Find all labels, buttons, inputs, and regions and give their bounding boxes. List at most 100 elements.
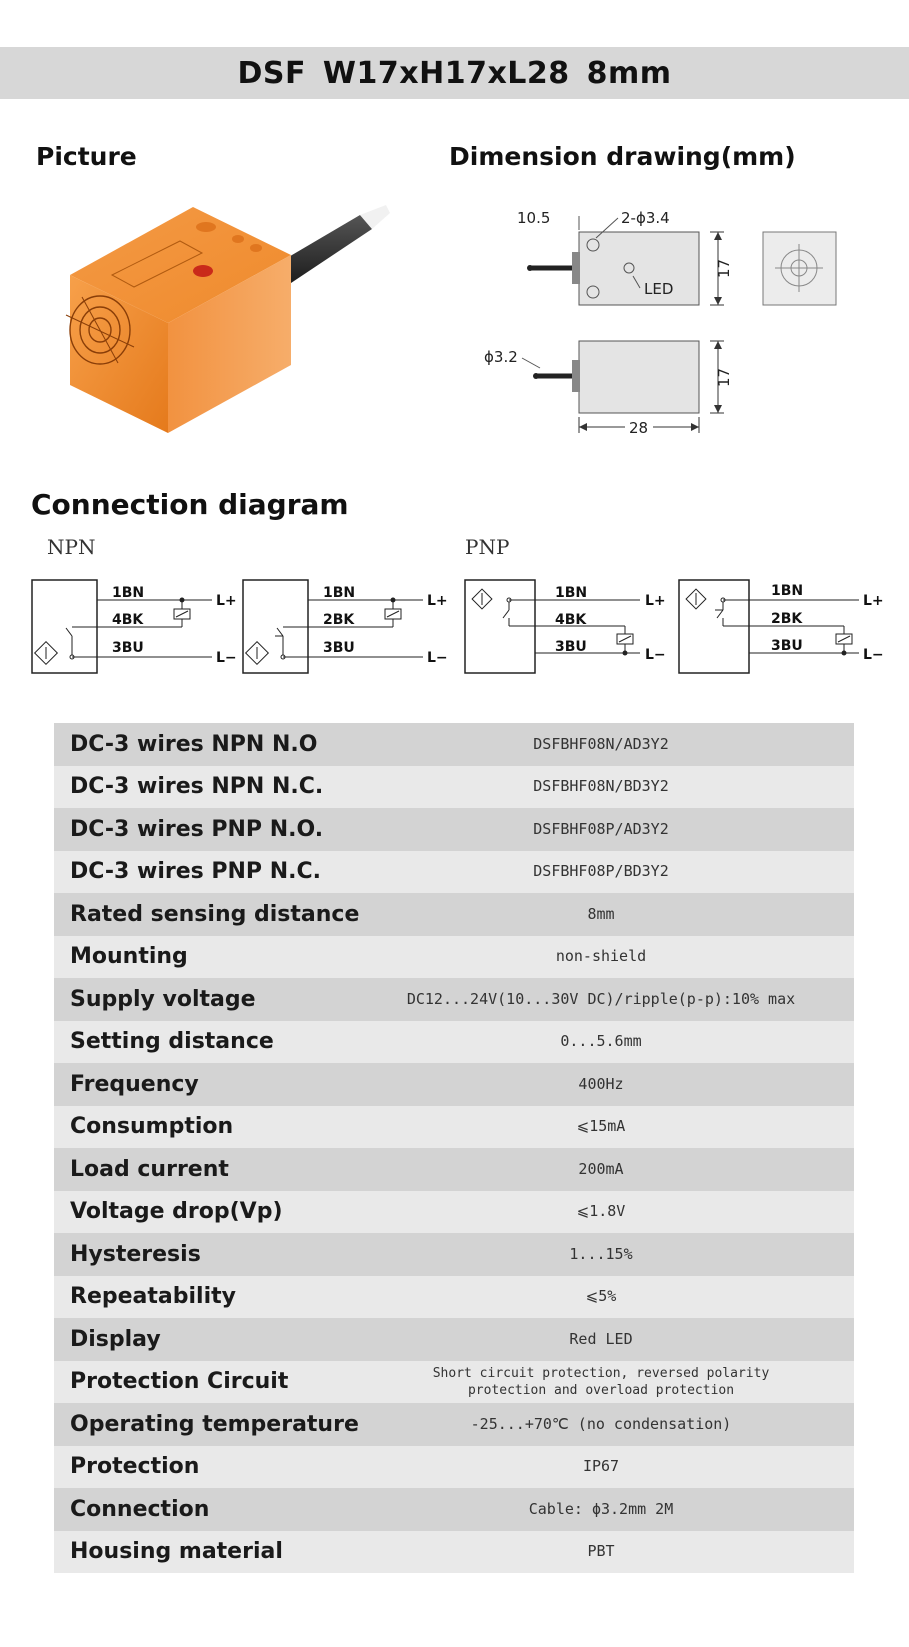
- spec-value: DSFBHF08N/BD3Y2: [533, 777, 669, 796]
- wire-1-top: 1BN: [112, 585, 144, 601]
- table-row: Protection IP67: [54, 1445, 854, 1488]
- dim-length: 28: [629, 419, 648, 437]
- dimension-heading: Dimension drawing(mm): [449, 142, 796, 171]
- dim-h2: 17: [715, 368, 733, 387]
- wire-1-mid: 4BK: [112, 612, 144, 628]
- wire-2-mid: 2BK: [323, 612, 355, 628]
- dim-led-label: LED: [644, 280, 673, 298]
- table-row: DC-3 wires NPN N.C. DSFBHF08N/BD3Y2: [54, 765, 854, 808]
- spec-label: Display: [70, 1326, 161, 1352]
- wire-3-plus: L+: [645, 593, 666, 609]
- page-title: DSF W17xH17xL28 8mm: [0, 47, 909, 99]
- spec-value: ⩽1.8V: [576, 1202, 626, 1221]
- spec-value: Cable: ϕ3.2mm 2M: [528, 1499, 674, 1518]
- table-row: Setting distance 0...5.6mm: [54, 1020, 854, 1063]
- wire-3-top: 1BN: [555, 585, 587, 601]
- table-row: Consumption ⩽15mA: [54, 1105, 854, 1148]
- wiring-diagrams: 1BN 4BK 3BU L+ L− 1BN 2BK 3BU L+ L−: [31, 579, 884, 674]
- wire-1-bot: 3BU: [112, 640, 144, 656]
- spec-label: Mounting: [70, 944, 188, 970]
- table-row: Connection Cable: ϕ3.2mm 2M: [54, 1488, 854, 1531]
- pnp-label: PNP: [465, 535, 510, 559]
- table-row: DC-3 wires NPN N.O DSFBHF08N/AD3Y2: [54, 723, 854, 766]
- spec-value: 8mm: [587, 904, 615, 923]
- spec-label: Hysteresis: [70, 1241, 201, 1267]
- spec-label: Housing material: [70, 1539, 283, 1565]
- wire-1-plus: L+: [216, 593, 237, 609]
- table-row: DC-3 wires PNP N.O. DSFBHF08P/AD3Y2: [54, 808, 854, 851]
- table-row: Housing material PBT: [54, 1530, 854, 1573]
- wire-3-bot: 3BU: [555, 639, 587, 655]
- cable: [275, 215, 372, 285]
- spec-label: Consumption: [70, 1114, 234, 1140]
- wiring-pnp-no: 1BN 4BK 3BU L+ L−: [464, 579, 666, 674]
- spec-value: 0...5.6mm: [560, 1032, 642, 1051]
- dim-d1: 10.5: [517, 209, 550, 227]
- table-row: Supply voltage DC12...24V(10...30V DC)/ri…: [54, 978, 854, 1021]
- spec-value: Red LED: [569, 1329, 633, 1348]
- wire-4-minus: L−: [863, 647, 884, 663]
- spec-label: DC-3 wires NPN N.C.: [70, 774, 324, 800]
- wire-4-mid: 2BK: [771, 611, 803, 627]
- spec-value: ⩽15mA: [576, 1117, 626, 1136]
- spec-value: IP67: [582, 1457, 620, 1476]
- spec-label: Supply voltage: [70, 986, 256, 1012]
- dim-holes: 2-ϕ3.4: [621, 209, 670, 227]
- picture-heading: Picture: [36, 142, 137, 171]
- wire-3-mid: 4BK: [555, 612, 587, 628]
- spec-label: Protection Circuit: [70, 1369, 289, 1395]
- spec-label: Rated sensing distance: [70, 901, 360, 927]
- wiring-npn-nc: 1BN 2BK 3BU L+ L−: [242, 579, 448, 674]
- wire-4-top: 1BN: [771, 583, 803, 599]
- table-row: Frequency 400Hz: [54, 1063, 854, 1106]
- spec-value: DSFBHF08N/AD3Y2: [533, 734, 669, 753]
- wire-4-bot: 3BU: [771, 638, 803, 654]
- dimension-drawing: LED 10.5 2-ϕ3.4 17 ϕ3.2 17 28: [484, 209, 837, 437]
- spec-value: DSFBHF08P/BD3Y2: [533, 862, 669, 881]
- spec-value: PBT: [587, 1542, 615, 1561]
- spec-value: 200mA: [578, 1159, 624, 1178]
- spec-value: non-shield: [555, 947, 647, 966]
- spec-label: DC-3 wires NPN N.O: [70, 731, 318, 757]
- wire-2-bot: 3BU: [323, 640, 355, 656]
- table-row: Operating temperature -25...+70℃ (no cond…: [54, 1403, 854, 1446]
- table-row: Display Red LED: [54, 1318, 854, 1361]
- product-image: [65, 205, 390, 433]
- wiring-npn-no: 1BN 4BK 3BU L+ L−: [31, 579, 237, 674]
- table-row: Rated sensing distance 8mm: [54, 893, 854, 936]
- wire-4-plus: L+: [863, 593, 884, 609]
- spec-label: Repeatability: [70, 1284, 236, 1310]
- spec-value: DSFBHF08P/AD3Y2: [533, 819, 669, 838]
- spec-label: Load current: [70, 1156, 229, 1182]
- table-row: Repeatability ⩽5%: [54, 1275, 854, 1318]
- spec-value: Short circuit protection, reversed polar…: [432, 1365, 770, 1398]
- table-row: Voltage drop(Vp) ⩽1.8V: [54, 1190, 854, 1233]
- spec-value: -25...+70℃ (no condensation): [470, 1414, 732, 1433]
- spec-label: Voltage drop(Vp): [70, 1199, 283, 1225]
- connection-heading: Connection diagram: [31, 488, 349, 521]
- table-row: DC-3 wires PNP N.C.DSFBHF08P/BD3Y2: [54, 850, 854, 893]
- spec-label: Connection: [70, 1496, 210, 1522]
- wire-2-plus: L+: [427, 593, 448, 609]
- spec-value: ⩽5%: [585, 1287, 617, 1306]
- wire-2-top: 1BN: [323, 585, 355, 601]
- spec-label: Frequency: [70, 1071, 199, 1097]
- spec-label: Protection: [70, 1454, 200, 1480]
- dim-h1: 17: [715, 259, 733, 278]
- spec-label: Setting distance: [70, 1029, 274, 1055]
- spec-label: Operating temperature: [70, 1411, 359, 1437]
- wire-3-minus: L−: [645, 647, 666, 663]
- npn-label: NPN: [47, 535, 96, 559]
- dim-cable: ϕ3.2: [484, 348, 518, 366]
- spec-value: DC12...24V(10...30V DC)/ripple(p-p):10% …: [406, 989, 796, 1008]
- wire-2-minus: L−: [427, 650, 448, 666]
- spec-label: DC-3 wires PNP N.O.: [70, 816, 324, 842]
- spec-value: 400Hz: [578, 1074, 624, 1093]
- table-row: Protection Circuit Short circuit protecti…: [54, 1360, 854, 1403]
- table-row: Mounting non-shield: [54, 935, 854, 978]
- wire-1-minus: L−: [216, 650, 237, 666]
- wiring-pnp-nc: 1BN 2BK 3BU L+ L−: [678, 579, 884, 674]
- table-row: Load current 200mA: [54, 1148, 854, 1191]
